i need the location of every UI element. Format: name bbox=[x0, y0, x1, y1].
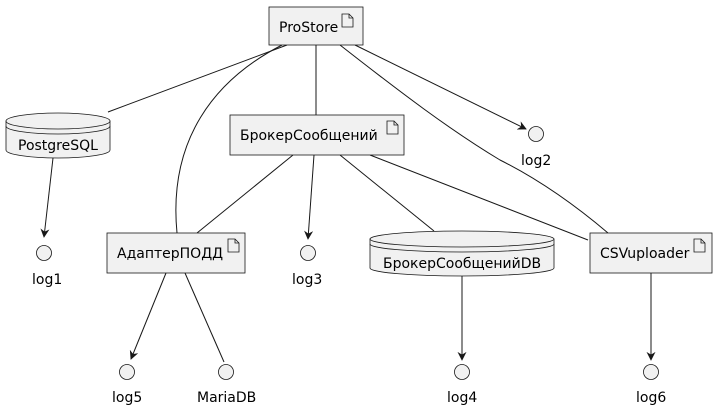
edge-postgresql-log1 bbox=[40, 157, 54, 238]
node-prostore[interactable]: ProStore bbox=[268, 6, 364, 46]
node-log2[interactable]: log2 bbox=[521, 126, 551, 170]
node-log1[interactable]: log1 bbox=[32, 245, 62, 289]
edge-broker-brokerdb bbox=[339, 154, 435, 232]
node-csvuploader[interactable]: CSVuploader bbox=[589, 232, 713, 274]
edge-broker-log3 bbox=[304, 154, 315, 240]
edge-prostore-adapter bbox=[175, 44, 283, 234]
edge-broker-csvuploader bbox=[369, 154, 589, 241]
node-log1-label: log1 bbox=[32, 272, 62, 288]
node-log6[interactable]: log6 bbox=[636, 364, 666, 407]
node-postgresql[interactable]: PostgreSQL bbox=[5, 112, 111, 159]
node-log3-label: log3 bbox=[292, 272, 322, 288]
edge-broker-adapter bbox=[196, 154, 294, 234]
node-mariadb[interactable]: MariaDB bbox=[197, 364, 256, 407]
node-postgresql-label: PostgreSQL bbox=[18, 138, 98, 154]
edge-adapter-mariadb bbox=[184, 272, 225, 363]
node-adapter-label: АдаптерПОДД bbox=[117, 246, 223, 262]
node-log3[interactable]: log3 bbox=[292, 245, 322, 289]
artifact-icon bbox=[227, 238, 240, 253]
node-log5[interactable]: log5 bbox=[112, 364, 142, 407]
artifact-icon bbox=[386, 120, 399, 135]
node-log4-label: log4 bbox=[447, 390, 477, 406]
node-prostore-label: ProStore bbox=[279, 20, 338, 36]
edge-prostore-csvuploader bbox=[339, 44, 609, 234]
edge-prostore-log2 bbox=[354, 44, 527, 130]
node-log2-label: log2 bbox=[521, 153, 551, 169]
artifact-icon bbox=[341, 13, 354, 28]
edges bbox=[40, 44, 656, 363]
node-broker[interactable]: БрокерСообщений bbox=[229, 114, 405, 156]
node-broker-label: БрокерСообщений bbox=[240, 128, 378, 144]
edge-prostore-postgresql bbox=[107, 44, 288, 113]
edge-adapter-log5 bbox=[129, 272, 167, 360]
artifact-icon bbox=[693, 238, 706, 253]
node-log6-label: log6 bbox=[636, 390, 666, 406]
node-mariadb-label: MariaDB bbox=[197, 390, 256, 406]
node-adapter[interactable]: АдаптерПОДД bbox=[106, 232, 246, 274]
node-csvuploader-label: CSVuploader bbox=[600, 246, 690, 262]
node-brokerdb-label: БрокерСообщенийDB bbox=[383, 256, 541, 272]
node-log5-label: log5 bbox=[112, 390, 142, 406]
node-brokerdb[interactable]: БрокерСообщенийDB bbox=[369, 230, 555, 277]
node-log4[interactable]: log4 bbox=[447, 364, 477, 407]
